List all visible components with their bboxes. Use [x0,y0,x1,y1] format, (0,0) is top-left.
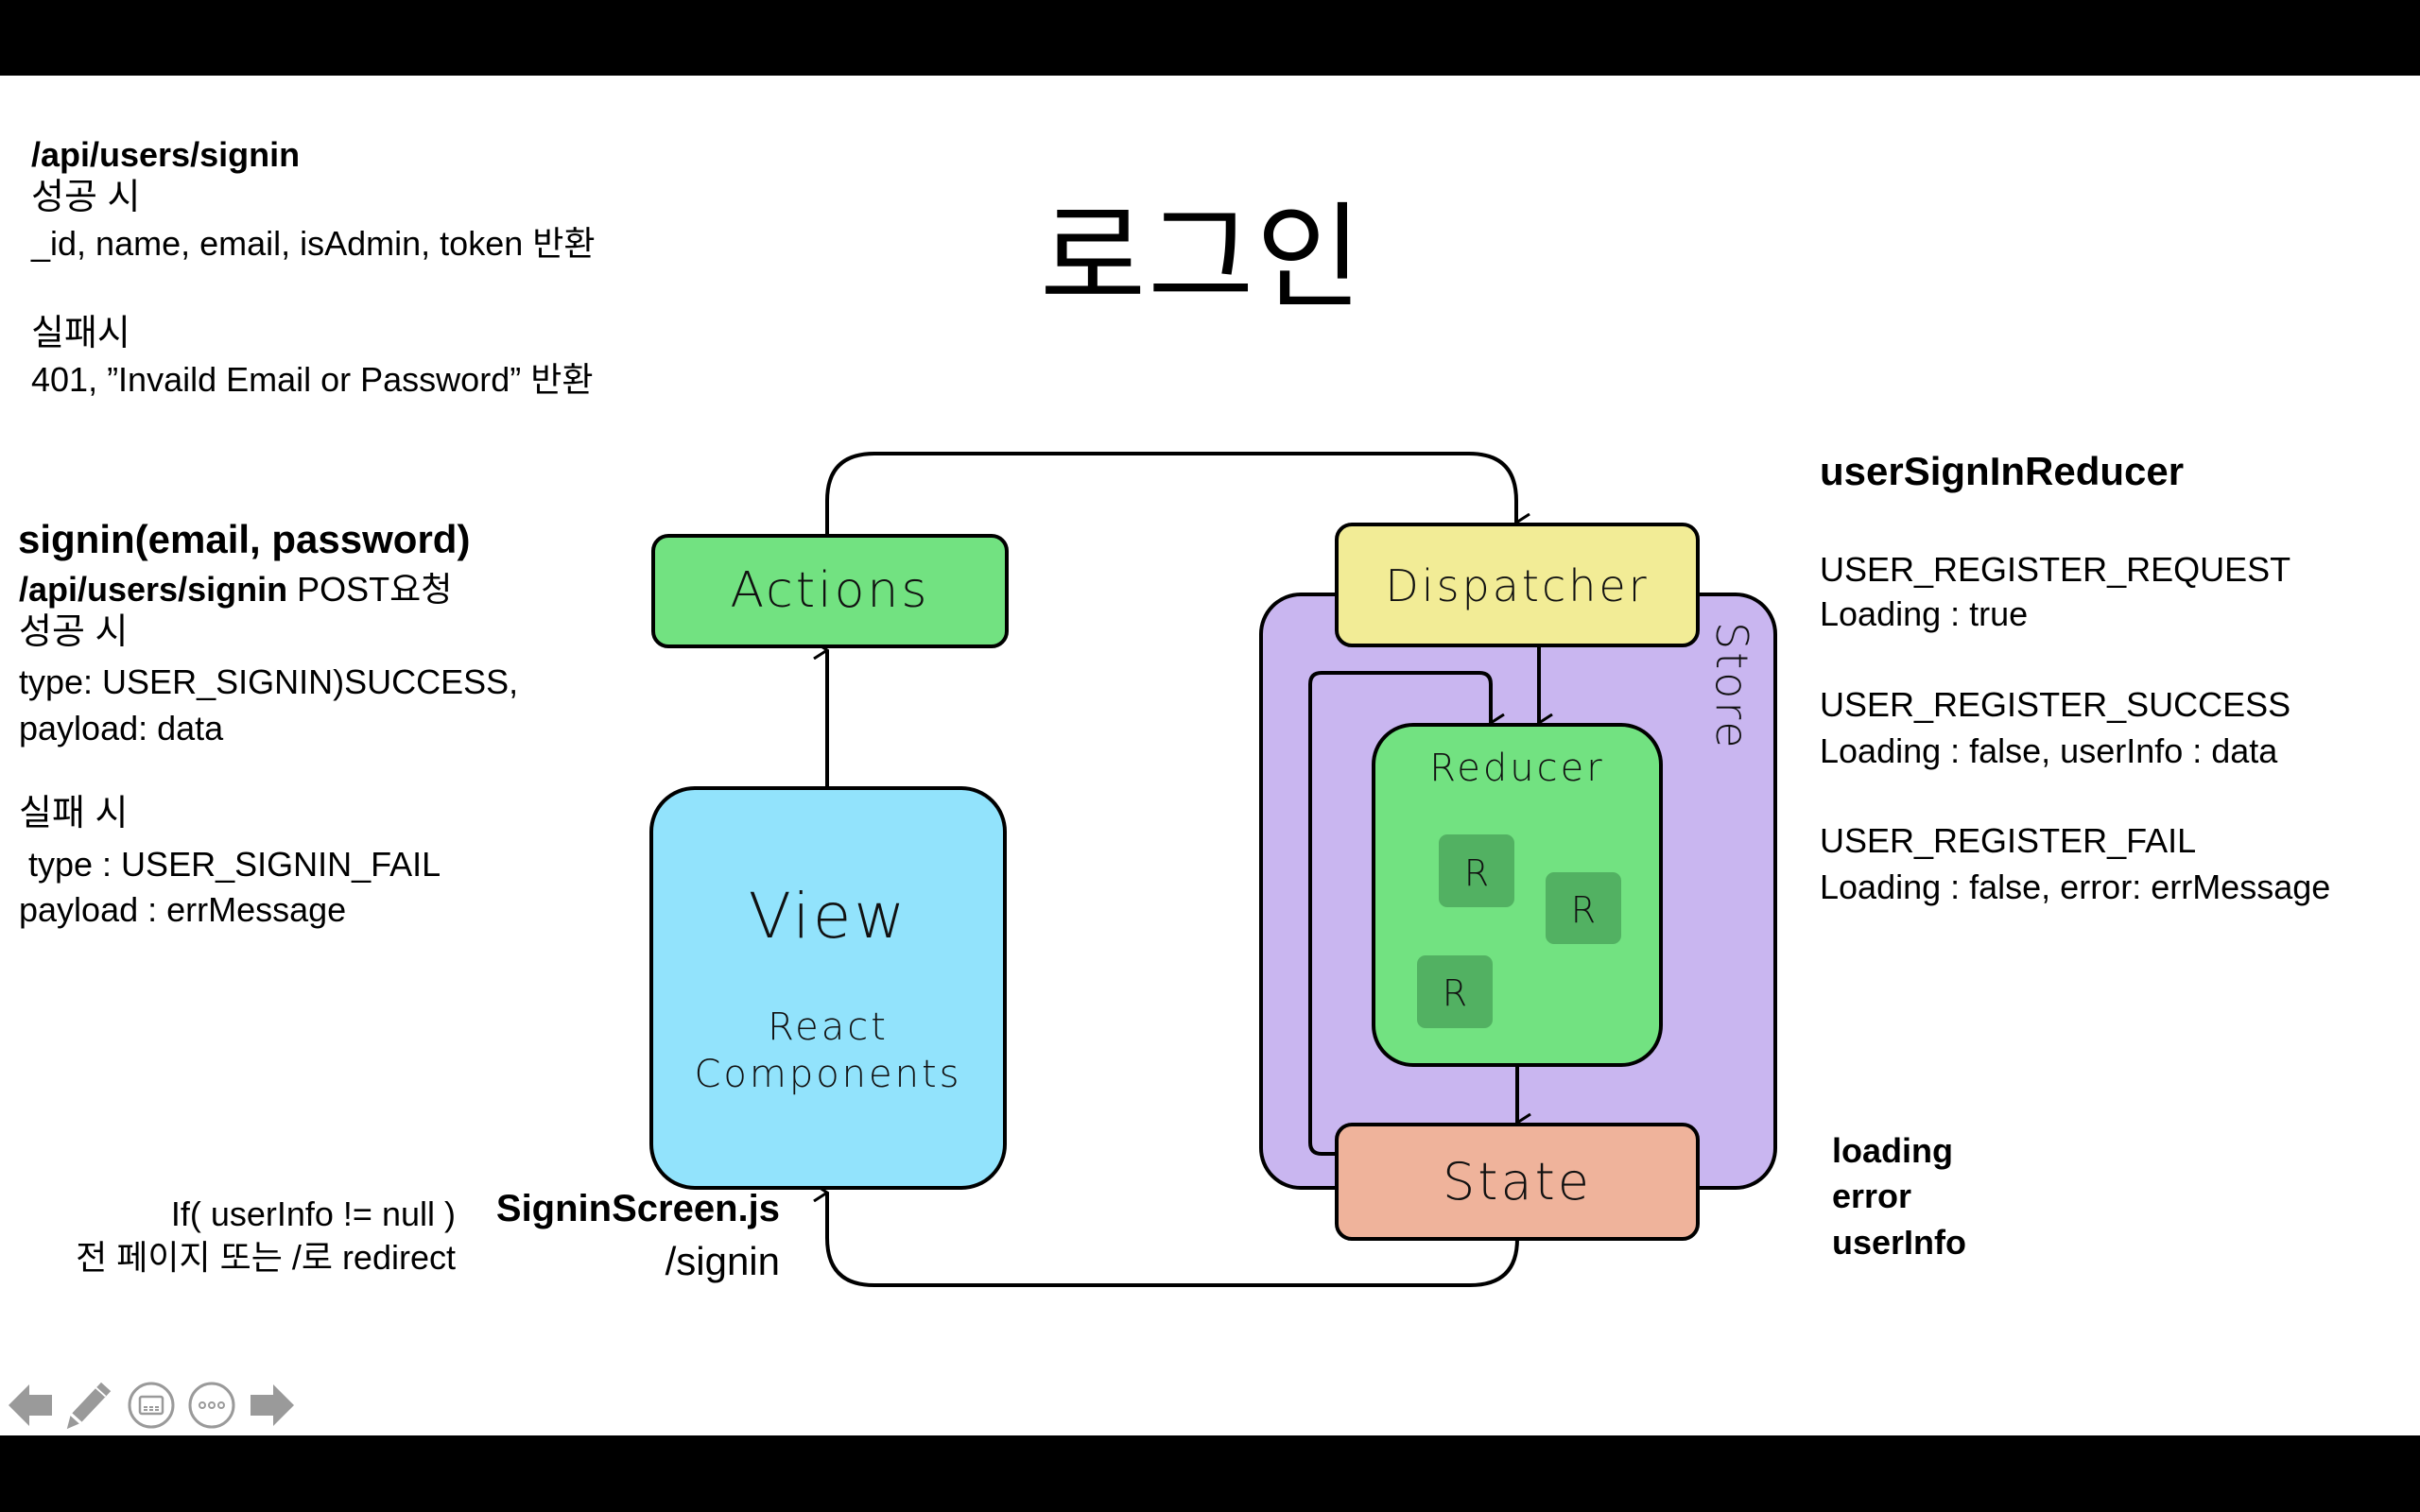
redirect-condition: If( userInfo != null ) [170,1194,456,1233]
bottom-letterbox [0,1435,2420,1512]
store-label: Store [1706,622,1757,751]
action-success-type: type: USER_SIGNIN)SUCCESS, [19,662,519,701]
redirect-action: 전 페이지 또는 /로 redirect [76,1238,456,1277]
more-options-button[interactable] [187,1375,236,1435]
reducer-item-label: R [1464,852,1489,894]
edge-actions-to-dispatcher [825,452,1516,536]
api-success-text: _id, name, email, isAdmin, token 반환 [31,224,596,263]
pen-button[interactable] [64,1375,113,1435]
api-success-label: 성공 시 [31,178,141,217]
previous-slide-icon [9,1384,52,1426]
previous-slide-button[interactable] [6,1375,55,1435]
reducer-case-result: Loading : false, userInfo : data [1820,731,2278,770]
action-success-label: 성공 시 [19,612,129,652]
dispatcher-label: Dispatcher [1385,560,1649,611]
api-fail-text: 401, ”Invaild Email or Password” 반환 [31,360,594,399]
action-fail-label: 실패 시 [19,794,129,833]
edge-state-to-view [827,1193,1519,1287]
state-field: userInfo [1832,1223,1967,1262]
action-success-payload: payload: data [19,709,224,747]
state-field: loading [1832,1131,1953,1170]
subtitles-icon [128,1382,175,1429]
reducer-item-box [1546,872,1621,944]
screen-file: SigninScreen.js [495,1188,780,1229]
state-node: State [1335,1123,1700,1241]
slide-canvas [0,76,2420,1435]
state-field: error [1832,1177,1912,1215]
reducer-case-result: Loading : false, error: errMessage [1820,868,2331,906]
subtitles-button[interactable] [127,1375,176,1435]
state-label: State [1443,1152,1592,1211]
action-endpoint: /api/users/signin [19,570,288,609]
reducer-case-type: USER_REGISTER_REQUEST [1820,550,2291,589]
reducer-item-label: R [1571,889,1596,931]
action-request-line: /api/users/signin POST요청 [19,573,452,607]
api-fail-label: 실패시 [31,314,130,353]
next-slide-icon [251,1384,294,1426]
action-fail-type: type : USER_SIGNIN_FAIL [19,845,441,884]
api-endpoint: /api/users/signin [31,135,301,174]
action-signature: signin(email, password) [18,517,471,561]
action-method: POST요청 [287,570,453,609]
reducer-node: Reducer R R R [1372,723,1663,1067]
reducer-case-type: USER_REGISTER_FAIL [1820,821,2197,860]
action-fail-payload: payload : errMessage [19,890,347,929]
more-options-icon [188,1382,235,1429]
actions-node: Actions [651,534,1009,648]
reducer-name: userSignInReducer [1820,449,2185,493]
view-label: View [749,880,908,953]
presentation-toolbar [0,1375,312,1441]
reducer-case-result: Loading : true [1820,594,2029,633]
top-letterbox [0,0,2420,76]
view-sublabel-components: Components [694,1053,961,1096]
actions-label: Actions [731,562,930,619]
edge-state-to-reducer [1308,671,1491,1156]
screen-route: /signin [665,1239,780,1283]
slide-title: 로그인 [1040,191,1364,325]
pen-icon [66,1382,112,1430]
next-slide-button[interactable] [248,1375,297,1435]
view-sublabel-react: React [768,1005,889,1049]
reducer-item-box [1417,955,1493,1028]
reducer-item-box [1439,834,1514,907]
reducer-label: Reducer [1429,747,1604,790]
reducer-case-type: USER_REGISTER_SUCCESS [1820,685,2291,724]
view-node: View React Components [649,786,1007,1190]
reducer-item-label: R [1443,972,1467,1014]
dispatcher-node: Dispatcher [1335,523,1700,647]
